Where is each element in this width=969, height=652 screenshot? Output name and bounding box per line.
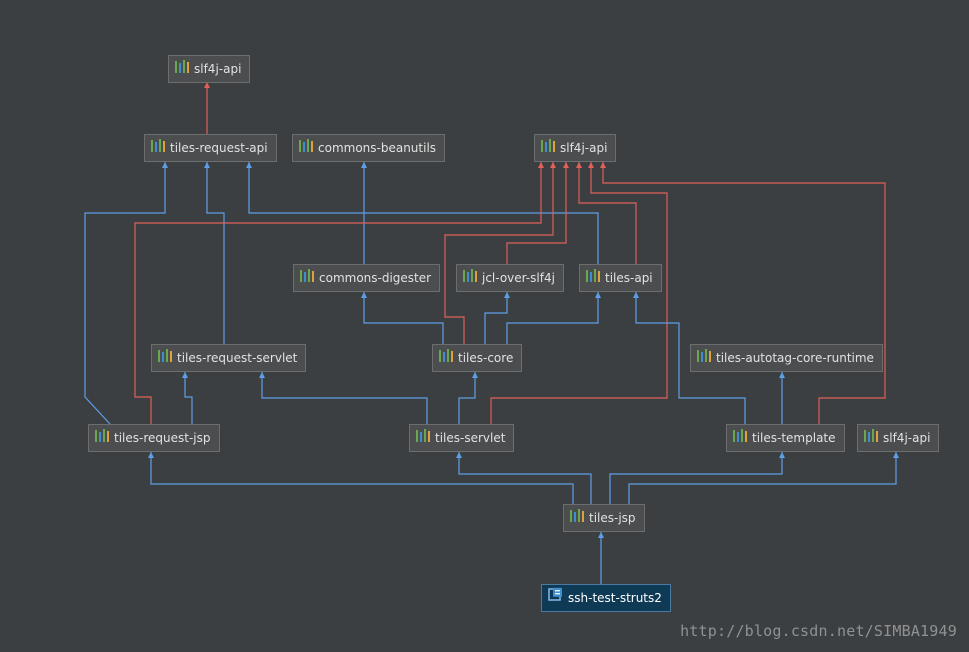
node-tiles-request-jsp[interactable]: tiles-request-jsp [88,424,220,452]
library-icon [733,425,752,451]
library-icon [158,345,177,371]
node-slf4j-api-top[interactable]: slf4j-api [168,55,251,83]
edge-ssh-test-struts2-to-tiles-jsp [598,532,604,584]
edge-tiles-template-to-tiles-autotag [779,372,785,424]
edge-tiles-api-to-slf4j-mid [576,162,637,264]
node-label: tiles-core [458,351,514,365]
node-label: tiles-template [752,431,836,445]
node-tiles-template[interactable]: tiles-template [726,424,845,452]
node-label: tiles-request-jsp [114,431,211,445]
node-tiles-servlet[interactable]: tiles-servlet [409,424,515,452]
node-slf4j-api-right[interactable]: slf4j-api [857,424,940,452]
node-tiles-jsp[interactable]: tiles-jsp [563,504,645,532]
edge-tiles-servlet-to-tiles-request-servlet [259,372,428,424]
node-ssh-test-struts2[interactable]: ssh-test-struts2 [541,584,671,612]
edge-tiles-servlet-to-tiles-core [458,372,478,424]
node-tiles-request-api[interactable]: tiles-request-api [144,134,277,162]
edge-tiles-servlet-to-slf4j-mid [490,162,668,424]
library-icon [300,265,319,291]
node-tiles-request-servlet[interactable]: tiles-request-servlet [151,344,307,372]
module-icon [548,585,568,611]
edge-tiles-jsp-to-tiles-template [609,452,785,504]
node-commons-digester[interactable]: commons-digester [293,264,441,292]
node-label: commons-digester [319,271,432,285]
edge-tiles-request-jsp-to-tiles-request-api [84,162,168,425]
node-slf4j-api-middle[interactable]: slf4j-api [534,134,617,162]
library-icon [439,345,458,371]
node-jcl-over-slf4j[interactable]: jcl-over-slf4j [456,264,564,292]
node-tiles-core[interactable]: tiles-core [432,344,523,372]
edge-tiles-core-to-commons-digester [361,292,444,344]
library-icon [864,425,883,451]
library-icon [463,265,482,291]
node-commons-beanutils[interactable]: commons-beanutils [292,134,446,162]
node-label: slf4j-api [194,62,242,76]
edge-tiles-core-to-jcl-over-slf4j [484,292,510,344]
node-label: ssh-test-struts2 [568,591,662,605]
edge-tiles-template-to-tiles-api [633,292,746,424]
node-tiles-autotag-core-runtime[interactable]: tiles-autotag-core-runtime [690,344,883,372]
node-label: slf4j-api [883,431,931,445]
edge-tiles-api-to-tiles-request-api [246,162,599,264]
node-tiles-api[interactable]: tiles-api [579,264,662,292]
edge-tiles-jsp-to-tiles-servlet [456,452,592,504]
edge-tiles-template-to-slf4j-mid [600,162,886,424]
node-label: tiles-jsp [589,511,636,525]
edge-jcl-over-slf4j-to-slf4j-mid [506,162,569,264]
library-icon [175,56,194,82]
library-icon [95,425,114,451]
node-label: commons-beanutils [318,141,437,155]
edge-tiles-core-to-tiles-api [506,292,601,344]
edge-tiles-request-jsp-to-tiles-request-servlet [182,372,193,424]
node-label: tiles-autotag-core-runtime [716,351,874,365]
node-label: tiles-api [605,271,653,285]
edge-tiles-jsp-to-slf4j-right [628,452,899,504]
library-icon [151,135,170,161]
watermark-url: http://blog.csdn.net/SIMBA1949 [680,622,957,640]
library-icon [541,135,560,161]
edge-tiles-core-to-slf4j-mid [444,162,556,344]
node-label: tiles-servlet [435,431,506,445]
node-label: tiles-request-api [170,141,268,155]
library-icon [299,135,318,161]
edge-tiles-request-servlet-to-tiles-request-api [204,162,225,344]
edge-tiles-request-jsp-to-slf4j-mid [134,162,544,424]
edge-tiles-request-api-to-slf4j-top [204,82,210,134]
library-icon [416,425,435,451]
edge-tiles-jsp-to-tiles-request-jsp [148,452,574,504]
node-label: slf4j-api [560,141,608,155]
node-label: tiles-request-servlet [177,351,298,365]
node-label: jcl-over-slf4j [482,271,555,285]
library-icon [586,265,605,291]
library-icon [570,505,589,531]
library-icon [697,345,716,371]
